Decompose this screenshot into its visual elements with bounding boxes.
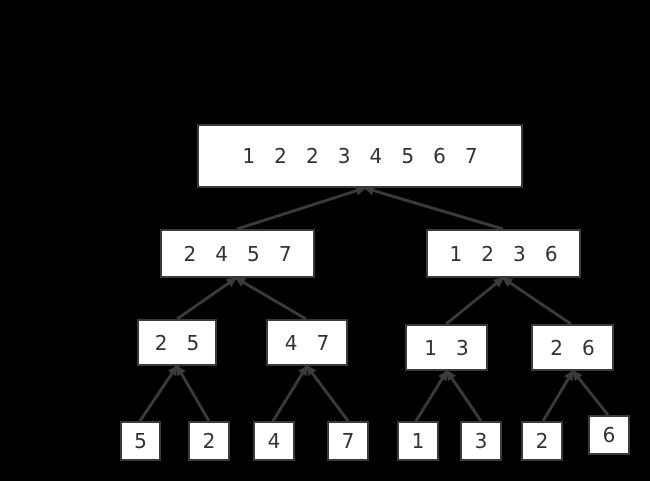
node-rl: 1 3 bbox=[405, 324, 488, 371]
node-leaf-6: 6 bbox=[588, 415, 630, 455]
edge-leaf4-to-lr bbox=[305, 365, 350, 422]
node-lr: 4 7 bbox=[266, 319, 348, 366]
edge-leaf8-to-rr bbox=[571, 370, 610, 416]
node-leaf-3: 3 bbox=[460, 421, 502, 461]
edge-lr-to-left bbox=[235, 276, 307, 321]
node-ll: 2 5 bbox=[137, 319, 217, 366]
edge-rr-to-right bbox=[502, 276, 572, 326]
node-leaf-1: 1 bbox=[397, 421, 439, 461]
node-leaf-2b: 2 bbox=[521, 421, 563, 461]
edge-leaf3-to-lr bbox=[271, 365, 309, 422]
node-left: 2 4 5 7 bbox=[160, 229, 315, 278]
edge-rl-to-right bbox=[445, 276, 504, 326]
node-rr: 2 6 bbox=[531, 324, 614, 371]
edge-left-to-root bbox=[236, 185, 366, 231]
edge-right-to-root bbox=[364, 185, 504, 231]
edge-ll-to-left bbox=[176, 276, 237, 321]
node-right: 1 2 3 6 bbox=[426, 229, 581, 278]
node-leaf-5: 5 bbox=[120, 421, 161, 461]
edge-leaf1-to-ll bbox=[138, 365, 179, 422]
edge-leaf5-to-rl bbox=[414, 370, 449, 422]
edge-leaf7-to-rr bbox=[541, 370, 575, 422]
node-leaf-2a: 2 bbox=[188, 421, 230, 461]
edge-leaf6-to-rl bbox=[445, 370, 483, 422]
node-root: 1 2 2 3 4 5 6 7 bbox=[197, 124, 523, 188]
node-leaf-7: 7 bbox=[327, 421, 369, 461]
edge-leaf2-to-ll bbox=[175, 365, 211, 422]
node-leaf-4: 4 bbox=[253, 421, 295, 461]
